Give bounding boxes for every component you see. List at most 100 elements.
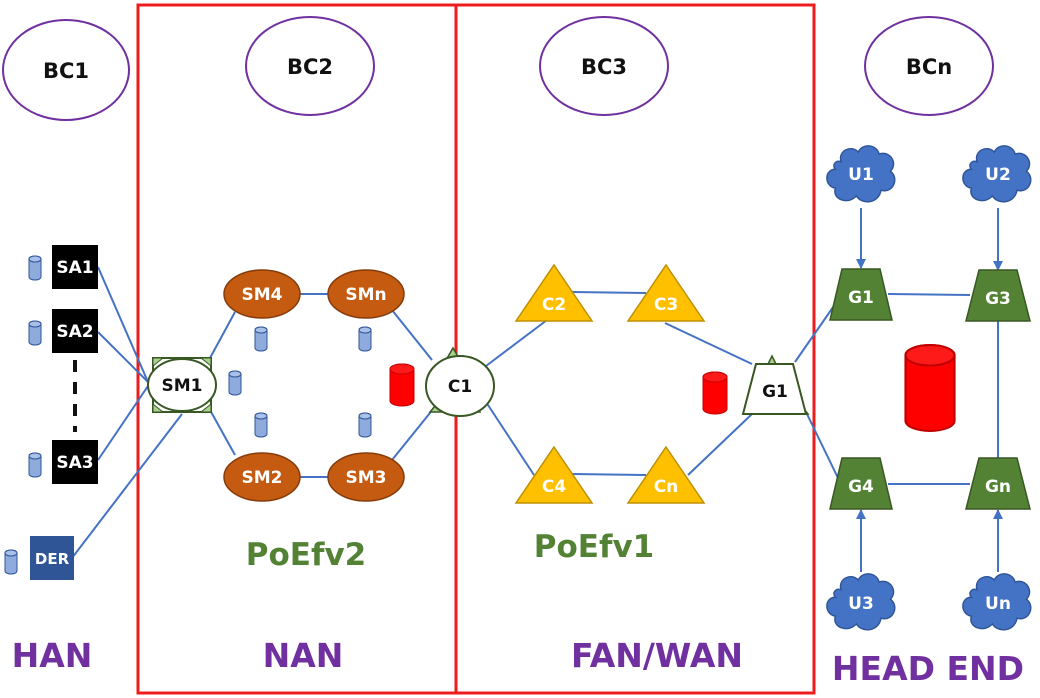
g4-trapezoid <box>829 457 893 510</box>
blockchain-bcn[interactable]: BCn <box>864 16 994 116</box>
link-c4-cn <box>571 473 647 476</box>
der-box <box>30 536 74 580</box>
g3-trapezoid <box>965 269 1031 322</box>
c2-triangle <box>514 263 594 322</box>
c3-label: C3 <box>654 295 678 315</box>
concentrator-cn[interactable]: Cn <box>626 445 706 504</box>
sm4-ellipse <box>223 269 301 319</box>
blockchain-bc2[interactable]: BC2 <box>245 16 375 116</box>
concentrator-c1[interactable]: C1 <box>425 346 495 417</box>
zone-label-headend: HEAD END <box>832 649 1024 688</box>
smart-meter-smn[interactable]: SMn <box>327 269 405 319</box>
gateway-g3[interactable]: G3 <box>965 269 1031 322</box>
sm1-corner <box>152 357 212 413</box>
link-g1bridge-g4 <box>805 411 839 479</box>
han-device-sa1[interactable]: SA1 <box>28 245 98 289</box>
link-sm3-c1 <box>391 407 435 461</box>
sm4-label: SM4 <box>242 285 283 305</box>
database-icon-red <box>389 363 415 407</box>
sa2-label: SA2 <box>56 322 93 342</box>
bc3-ellipse <box>539 16 669 116</box>
cn-label: Cn <box>654 477 679 497</box>
bcn-ellipse <box>864 16 994 116</box>
smart-meter-sm1[interactable]: SM1 <box>147 357 217 413</box>
gateway-g4[interactable]: G4 <box>829 457 893 510</box>
cn-triangle <box>626 445 706 504</box>
link-c1-c4 <box>485 401 535 476</box>
link-der-sm1 <box>71 413 183 559</box>
gn-trapezoid <box>965 457 1031 510</box>
blockchain-bc3[interactable]: BC3 <box>539 16 669 116</box>
link-c1-c2 <box>485 319 548 367</box>
link-cn-g1 <box>687 413 753 476</box>
u3-label: U3 <box>848 594 874 614</box>
database-icon <box>28 320 42 346</box>
protocol-label-poefv1: PoEfv1 <box>534 529 654 565</box>
bcn-label: BCn <box>906 55 952 79</box>
utility-u1[interactable]: U1 <box>826 145 896 203</box>
concentrator-c3[interactable]: C3 <box>626 263 706 322</box>
sa3-label: SA3 <box>56 453 93 473</box>
gateway-g1[interactable]: G1 <box>829 268 893 321</box>
utility-u2[interactable]: U2 <box>962 145 1032 203</box>
smn-ellipse <box>327 269 405 319</box>
database-icon <box>228 370 242 396</box>
link-sm1-sm4 <box>209 311 236 359</box>
c3-triangle <box>626 263 706 322</box>
u2-label: U2 <box>985 165 1011 185</box>
database-icon <box>358 412 372 438</box>
link-c3-g1 <box>664 322 753 365</box>
han-device-sa3[interactable]: SA3 <box>28 440 98 484</box>
sa3-box <box>52 440 98 484</box>
zone-label-nan: NAN <box>263 636 344 675</box>
link-smn-c1 <box>391 309 433 361</box>
un-label: Un <box>985 594 1011 614</box>
smart-meter-sm3[interactable]: SM3 <box>327 452 405 502</box>
c1-ellipse <box>425 355 495 417</box>
database-icon <box>254 412 268 438</box>
concentrator-c2[interactable]: C2 <box>514 263 594 322</box>
g1-label: G1 <box>848 288 874 308</box>
sm3-label: SM3 <box>346 468 387 488</box>
database-icon <box>358 326 372 352</box>
bc3-label: BC3 <box>581 55 627 79</box>
link-g1-g3 <box>887 293 971 296</box>
c4-triangle <box>514 445 594 504</box>
protocol-label-poefv2: PoEfv2 <box>246 537 366 573</box>
han-device-sa2[interactable]: SA2 <box>28 309 98 353</box>
sm3-ellipse <box>327 452 405 502</box>
utility-un[interactable]: Un <box>962 573 1032 631</box>
smart-meter-sm2[interactable]: SM2 <box>223 452 301 502</box>
g1-trapezoid <box>829 268 893 321</box>
bc1-ellipse <box>2 19 130 121</box>
g1-bridge-label: G1 <box>762 382 788 402</box>
zone-label-fanwan: FAN/WAN <box>571 636 743 675</box>
g3-label: G3 <box>985 289 1011 309</box>
utility-u3[interactable]: U3 <box>826 573 896 631</box>
sm2-ellipse <box>223 452 301 502</box>
database-icon-red-large <box>904 343 956 433</box>
smart-meter-sm4[interactable]: SM4 <box>223 269 301 319</box>
concentrator-c4[interactable]: C4 <box>514 445 594 504</box>
sa2-box <box>52 309 98 353</box>
fanwan-region-border <box>454 3 816 695</box>
han-device-der[interactable]: DER <box>4 536 74 580</box>
bc2-ellipse <box>245 16 375 116</box>
database-icon-red <box>702 371 728 415</box>
zone-label-han: HAN <box>12 636 93 675</box>
c2-label: C2 <box>542 295 566 315</box>
sa1-label: SA1 <box>56 258 93 278</box>
smn-label: SMn <box>345 285 386 305</box>
gateway-g1-bridge[interactable]: G1 <box>741 354 810 415</box>
g4-label: G4 <box>848 477 874 497</box>
sm1-label: SM1 <box>162 376 203 396</box>
gateway-gn[interactable]: Gn <box>965 457 1031 510</box>
sm2-label: SM2 <box>242 468 283 488</box>
bc1-label: BC1 <box>43 59 89 83</box>
links <box>71 208 1003 572</box>
sa1-box <box>52 245 98 289</box>
blockchain-bc1[interactable]: BC1 <box>2 19 130 121</box>
bc2-label: BC2 <box>287 55 333 79</box>
database-icon <box>4 549 18 575</box>
